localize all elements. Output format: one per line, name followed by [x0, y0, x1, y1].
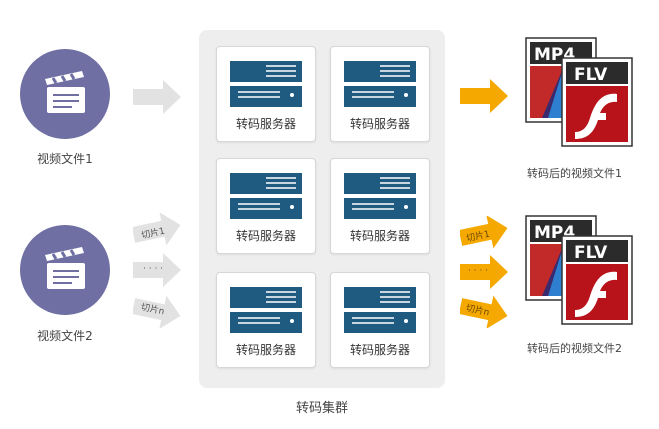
server-label: 转码服务器	[349, 117, 410, 131]
server-icon	[230, 287, 302, 333]
server-card-1: 转码服务器	[216, 46, 316, 142]
server-icon	[344, 173, 416, 219]
cluster-title: 转码集群	[295, 401, 348, 416]
server-label: 转码服务器	[235, 229, 296, 243]
video-file-2-icon	[20, 225, 110, 315]
output-arrow-slice-n	[460, 295, 508, 328]
output-file-2-label: 转码后的视频文件2	[527, 342, 622, 355]
flv-file-icon	[561, 57, 633, 147]
server-card-2: 转码服务器	[330, 46, 430, 142]
input-arrow-video1	[133, 80, 181, 114]
input-arrow-slice-middle-label: · · · ·	[143, 264, 164, 274]
flv-file-icon	[561, 235, 633, 325]
server-card-3: 转码服务器	[216, 158, 316, 254]
server-icon	[344, 287, 416, 333]
input-arrow-slice-n	[133, 295, 181, 328]
video-file-2-label: 视频文件2	[37, 329, 93, 343]
server-card-5: 转码服务器	[216, 272, 316, 368]
transcode-cluster: 转码服务器 转码服务器 转码服务器	[199, 30, 445, 388]
video-file-1-icon	[20, 49, 110, 139]
output-arrow-file1	[460, 79, 508, 113]
server-label: 转码服务器	[349, 343, 410, 357]
server-card-4: 转码服务器	[330, 158, 430, 254]
server-label: 转码服务器	[349, 229, 410, 243]
input-arrow-slice-1	[133, 213, 181, 246]
output-file-1-icons: MP4 FLV	[524, 36, 634, 147]
server-icon	[230, 173, 302, 219]
server-label: 转码服务器	[235, 343, 296, 357]
video-file-1-label: 视频文件1	[37, 152, 93, 166]
svg-text:FLV: FLV	[574, 243, 608, 263]
output-arrow-slice-middle	[460, 255, 508, 289]
server-icon	[230, 61, 302, 107]
server-label: 转码服务器	[235, 117, 296, 131]
server-icon	[344, 61, 416, 107]
output-file-1-label: 转码后的视频文件1	[527, 167, 622, 180]
output-arrow-slice-middle-label: · · · ·	[468, 266, 489, 276]
output-file-2-icons: MP4 FLV	[524, 214, 634, 325]
input-arrow-slice-middle	[133, 253, 181, 287]
svg-text:FLV: FLV	[574, 65, 608, 85]
server-card-6: 转码服务器	[330, 272, 430, 368]
output-arrow-slice-1	[460, 216, 508, 249]
